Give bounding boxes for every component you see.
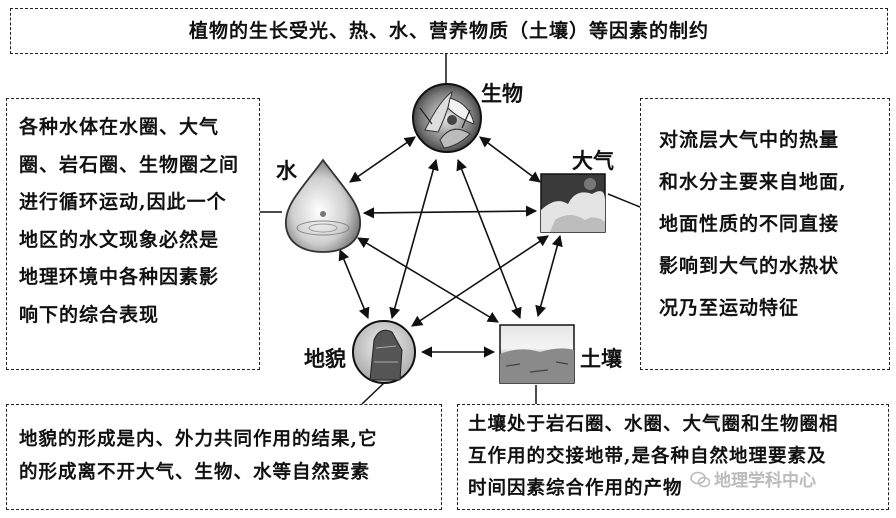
arrow-biology-water: [349, 136, 416, 183]
arrow-water-soil: [357, 237, 499, 323]
note-water-line: 各种水体在水圈、大气: [19, 116, 220, 138]
connector-landform-note: [361, 381, 386, 405]
note-water: 各种水体在水圈、大气 圈、岩石圈、生物圈之间 进行循环运动,因此一个 地区的水文…: [6, 98, 260, 370]
note-soil-line: 土壤处于岩石圈、水圈、大气圈和生物圈相: [468, 414, 839, 435]
note-water-line: 响下的综合表现: [19, 303, 160, 326]
note-atmosphere-line: 地面性质的不同直接: [659, 213, 840, 235]
arrow-atmosphere-soil: [535, 234, 563, 318]
arrow-water-atmosphere: [362, 205, 538, 219]
label-atmosphere: 大气: [572, 148, 614, 173]
atmosphere-image: [540, 173, 606, 233]
note-water-line: 进行循环运动,因此一个: [19, 191, 227, 213]
note-soil-line: 互作用的交接地带,是各种自然地理要素及: [468, 446, 827, 467]
note-water-line: 地理环境中各种因素影: [19, 266, 220, 288]
note-atmosphere: 对流层大气中的热量 和水分主要来自地面, 地面性质的不同直接 影响到大气的水热状…: [640, 98, 890, 370]
note-atmosphere-line: 影响到大气的水热状: [659, 255, 840, 277]
arrow-atmosphere-landform: [411, 235, 549, 327]
arrow-biology-atmosphere: [479, 136, 541, 183]
arrow-biology-landform: [389, 158, 439, 320]
watermark: 地理学科中心: [690, 466, 816, 494]
note-water-line: 圈、岩石圈、生物圈之间: [19, 153, 240, 176]
label-biology: 生物: [481, 81, 523, 106]
note-landform-line: 的形成离不开大气、生物、水等自然要素: [19, 462, 371, 483]
water-drop-image: [285, 158, 361, 253]
note-landform: 地貌的形成是内、外力共同作用的结果,它 的形成离不开大气、生物、水等自然要素: [6, 404, 442, 510]
label-soil: 土壤: [580, 346, 622, 371]
label-water: 水: [276, 158, 297, 183]
landform-image: [352, 320, 416, 384]
label-landform: 地貌: [304, 346, 346, 371]
soil-image: [499, 324, 575, 384]
chat-bubble-icon: [690, 471, 711, 494]
connector-atmosphere-note: [607, 193, 641, 208]
note-landform-line: 地貌的形成是内、外力共同作用的结果,它: [19, 429, 378, 450]
note-atmosphere-line: 和水分主要来自地面,: [659, 171, 847, 193]
note-atmosphere-line: 况乃至运动特征: [659, 297, 800, 319]
arrow-biology-soil: [456, 158, 522, 320]
biology-image: [412, 83, 482, 153]
note-soil-line: 时间因素综合作用的产物: [468, 478, 683, 499]
watermark-text: 地理学科中心: [714, 471, 816, 491]
note-water-line: 地区的水文现象必然是: [19, 228, 220, 251]
note-soil: 土壤处于岩石圈、水圈、大气圈和生物圈相 互作用的交接地带,是各种自然地理要素及 …: [457, 404, 889, 510]
arrow-water-landform: [338, 248, 370, 320]
note-plants: 植物的生长受光、热、水、营养物质（土壤）等因素的制约: [10, 8, 888, 54]
note-atmosphere-line: 对流层大气中的热量: [659, 129, 840, 151]
